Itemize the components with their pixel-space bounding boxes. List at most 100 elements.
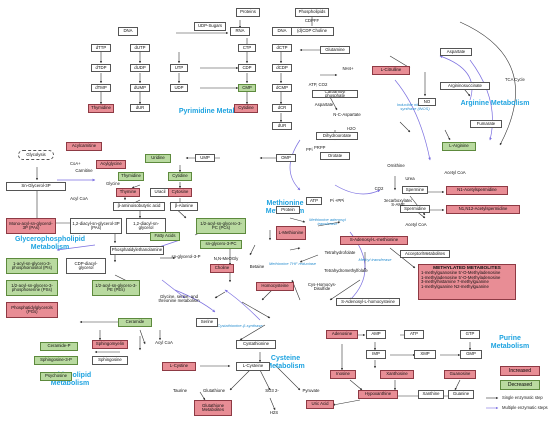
node-sn-glycerol-3p: Sn-Glycerol-3P [6, 182, 66, 191]
methylated-item: 1-methyladenosine 5'-O-Methyladenosine [421, 274, 501, 280]
node-dur: dUR [130, 104, 150, 112]
node-pes: 1/2-acyl-sn-glycero-3-PE (PEs) [92, 280, 140, 296]
node-homocysteine: Homocysteine [256, 282, 294, 291]
node-thymidine-2: Thymidine [118, 172, 144, 181]
node-dudp: dUDP [130, 64, 150, 72]
node-hypoxanthine: Hypoxanthine [358, 390, 398, 399]
label-glycine: Glycine [106, 181, 120, 186]
node-s-adenosyl-homocysteine: S-Adenosyl-L-homocysteine [336, 298, 400, 306]
node-phosphatidylethanolamine: Phosphatidylethanolamine [110, 246, 164, 255]
node-rna: RNA [230, 27, 250, 36]
node-acyl-coa-2: Acyl CoA [155, 340, 173, 346]
node-guanine: Guanine [448, 390, 474, 399]
node-ceramide-p: Ceramide-P [40, 342, 78, 351]
label-h2o: H2O [347, 126, 356, 131]
node-pcs: 1/2-acyl-sn-glycero-3-PC (PCs) [196, 218, 246, 234]
node-protein: Protein [276, 206, 300, 214]
label-prpp: PRPP [314, 145, 326, 150]
node-aspartate-1: Aspartate [314, 102, 334, 108]
node-glycolysis: Glycolysis [18, 150, 54, 160]
node-pis: 1-acyl-sn-glycero-3-phosphoinositol (PIs… [6, 258, 58, 274]
node-xanthosine: Xanthosine [380, 370, 414, 379]
node-gmp: GMP [460, 350, 482, 359]
enzyme-nos: Inducible nitric oxide synthase (iNOS) [396, 102, 434, 112]
node-atp-2: ATP [404, 330, 424, 339]
legend-decreased: Decreased [500, 380, 540, 390]
node-pyruvate: Pyruvate [302, 388, 320, 394]
node-cystathionine: Cystathionine [236, 340, 276, 349]
node-glutamine: Glutamine [320, 46, 350, 54]
enzyme-methyl-transferase: Methyl transferase [358, 257, 392, 262]
node-acylglycine: Acylglycine [96, 160, 126, 169]
pathway-title-pyrimidine: Pyrimidine Metabolism [178, 108, 256, 115]
node-dna-2: DNA [272, 27, 292, 36]
node-acceptor-metabolites: Acceptor/Metabolites [400, 250, 450, 258]
node-co2: CO2 [374, 186, 384, 192]
pathway-title-purine: Purine Metabolism [490, 335, 530, 350]
node-xmp: XMP [414, 350, 436, 359]
node-nh4: NH4+ [342, 66, 354, 72]
node-l-arginine: L-Arginine [442, 142, 476, 151]
node-dcdp: dCDP [272, 64, 292, 72]
node-dttp: dTTP [91, 44, 111, 52]
node-mono-acyl: Mono-acyl-sn-glycerol-3P (PAs) [6, 218, 56, 234]
node-dur-2: dUR [272, 122, 292, 130]
node-uric-acid: Uric Acid [306, 400, 334, 409]
node-cmp: CMP [238, 84, 256, 92]
methylated-item: 1-methylguanosine 5'-O-Methyladenosine [421, 270, 501, 276]
node-cys-homocys-disulfide: Cys-Homocys-Disulfide [307, 281, 337, 291]
node-dutp: dUTP [130, 44, 150, 52]
node-omp: OMP [276, 154, 296, 162]
node-glutathione-metabolites: Glutathione Metabolites [194, 400, 232, 416]
node-ctp: CTP [238, 44, 256, 52]
node-phospholipids: Phospholipids [295, 8, 329, 17]
node-cytidine-1: Cytidine [234, 104, 258, 113]
node-guanosine: Guanosine [444, 370, 476, 379]
methylated-metabolites-box: METHYLATED METABOLITES 1-methylguanosine… [418, 264, 516, 300]
node-dna-1: DNA [118, 27, 138, 36]
node-dtdp: dTDP [91, 64, 111, 72]
node-adenosine: Adenosine [326, 330, 358, 339]
node-cdp: CDP [238, 64, 256, 72]
methylated-item: 1-methylguanine N2-methylguanine [421, 283, 489, 289]
node-spermidine: Spermidine [400, 205, 430, 213]
node-cytosine: Cytosine [168, 188, 192, 197]
enzyme-methionine-adenosyl-transferase: Methionine adenosyl transferase [309, 217, 346, 227]
node-spermine: Spermine [402, 186, 428, 194]
node-l-methionine: L-Methionine [276, 226, 306, 240]
node-imp: IMP [366, 350, 386, 359]
node-glutathione-1: Glutathione [203, 388, 225, 394]
node-dtmp: dTMP [91, 84, 111, 92]
node-serine: Serine [196, 318, 218, 327]
node-nn-meogly: N,N-MeOGly [213, 256, 239, 262]
node-b-aminoisobutyric: β-aminoisobutyric acid [113, 202, 165, 211]
node-utp: UTP [170, 64, 188, 72]
node-psychosine: Psychosine [40, 372, 72, 381]
node-udp-sugars: UDP-Sugars [194, 22, 226, 31]
node-l-cystine: L-Cystine [162, 362, 196, 371]
node-betaine: Betaine [249, 264, 265, 270]
node-sn-glycerol-3-p: sn-glycerol-3-P [171, 254, 201, 260]
node-sphingomyelin: Sphingomyelin [92, 340, 128, 349]
node-inosine: Inosine [330, 370, 356, 379]
methylated-title: METHYLATED METABOLITES [433, 266, 501, 271]
node-pi-ppi: Pi +PPi [329, 197, 345, 203]
node-udp: UDP [170, 84, 188, 92]
legend-single-step: Single enzymatic step [502, 395, 543, 400]
node-thymine: Thymine [116, 188, 140, 197]
node-thymidine-1: Thymidine [88, 104, 114, 113]
node-dctp: dCTP [272, 44, 292, 52]
pathway-title-glycerophospholipid: Glycerophospholipid Metabolism [14, 236, 85, 251]
node-diacyl-glycerol: 1,2-diacyl-sn-glycerol [126, 218, 166, 234]
enzyme-methionine-thf-reductase: Methionine THF reductase [268, 261, 317, 266]
node-orotate: Orotate [320, 152, 350, 160]
node-gtp: GTP [460, 330, 480, 339]
node-no: NO [418, 98, 436, 106]
node-pss: 1/2-acyl-sn-glycero-3-phosphoserine (PSs… [6, 280, 58, 296]
node-acetyl-coa-1: Acetyl CoA [444, 170, 466, 176]
node-sphingosine-3p: Sphingosine-3-P [34, 356, 78, 365]
node-atp-co2: ATP, CO2 [308, 82, 328, 88]
node-atp-1: ATP [306, 197, 322, 205]
